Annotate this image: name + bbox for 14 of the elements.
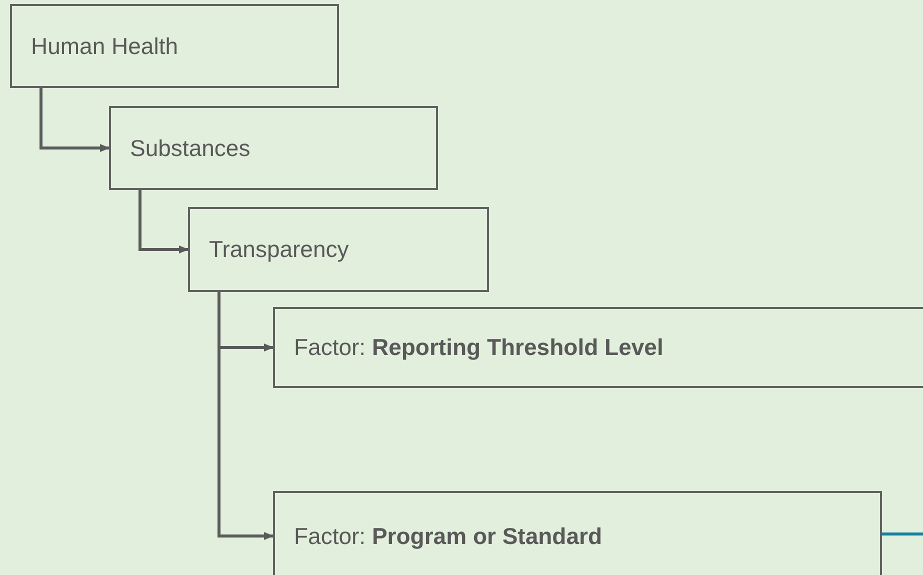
process-box: [188, 207, 489, 292]
process-box: [10, 4, 339, 88]
box-label: Human Health: [31, 32, 178, 61]
arrow: [138, 190, 189, 254]
connector-line: [882, 532, 923, 536]
process-box: [109, 106, 438, 190]
box-label: Substances: [130, 134, 250, 163]
process-box: [273, 307, 923, 388]
arrow: [40, 88, 110, 152]
box-label: Transparency: [209, 235, 349, 264]
box-label: Factor: Reporting Threshold Level: [294, 333, 664, 362]
box-label: Factor: Program or Standard: [294, 522, 602, 551]
process-box: [273, 491, 882, 575]
arrow: [218, 292, 274, 540]
